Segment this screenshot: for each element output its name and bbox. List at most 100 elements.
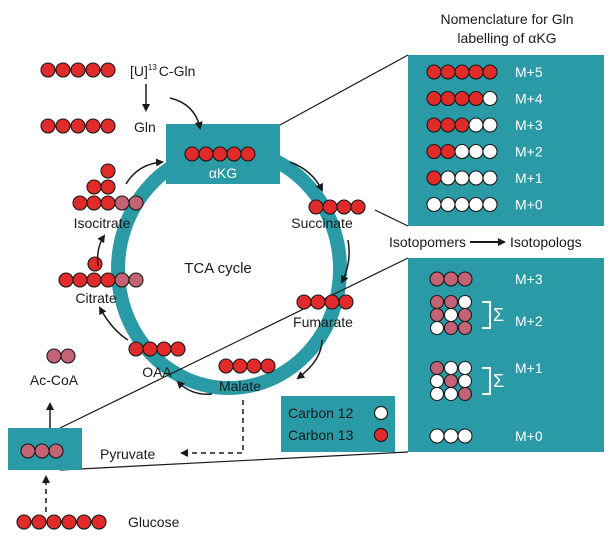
carbon-atom bbox=[457, 271, 473, 287]
carbon-atom bbox=[457, 360, 473, 376]
carbon-atom bbox=[440, 64, 456, 80]
isocitrate-to-akg-arrow bbox=[125, 158, 164, 185]
carbon-atom bbox=[85, 118, 101, 134]
carbon-atom bbox=[114, 195, 130, 211]
zoom-line-top-2 bbox=[59, 257, 409, 429]
carbon-atom bbox=[226, 146, 242, 162]
carbon-atom bbox=[454, 64, 470, 80]
carbon-atom bbox=[31, 514, 47, 530]
pyruvate-label: Pyruvate bbox=[100, 446, 155, 462]
glucose-molecule bbox=[16, 514, 107, 530]
nomenclature-title-line1: Nomenclature for Gln bbox=[440, 11, 573, 27]
carbon-atom bbox=[429, 386, 445, 402]
zoom-line-bottom bbox=[374, 209, 409, 227]
carbon-atom bbox=[212, 146, 228, 162]
sigma-symbol: Σ bbox=[493, 305, 504, 325]
carbon-atom bbox=[114, 272, 130, 288]
carbon-atom bbox=[426, 117, 442, 133]
carbon-atom bbox=[76, 514, 92, 530]
carbon-atom bbox=[100, 195, 116, 211]
carbon-atom bbox=[86, 195, 102, 211]
legend-carbon12-label: Carbon 12 bbox=[288, 405, 354, 421]
carbon-atom bbox=[34, 443, 50, 459]
malate-to-oaa-arrow bbox=[176, 380, 213, 395]
carbon-atom bbox=[443, 428, 459, 444]
carbon-atom bbox=[429, 294, 445, 310]
carbon-atom bbox=[70, 62, 86, 78]
malate-molecule bbox=[218, 358, 276, 374]
carbon-atom bbox=[128, 272, 144, 288]
carbon-atom bbox=[86, 272, 102, 288]
carbon-atom bbox=[310, 294, 326, 310]
succinate-to-fumarate-arrow bbox=[341, 239, 350, 284]
fumarate-molecule bbox=[296, 294, 354, 310]
legend-carbon12-dot bbox=[373, 405, 389, 421]
carbon-atom bbox=[426, 196, 442, 213]
carbon-atom bbox=[457, 373, 473, 389]
carbon-atom bbox=[426, 143, 442, 160]
carbon-atom bbox=[128, 341, 144, 357]
carbon-atom bbox=[198, 146, 214, 162]
nomenclature-title-line2: labelling of αKG bbox=[457, 30, 556, 46]
citrate-molecule bbox=[58, 256, 144, 288]
carbon-atom bbox=[100, 118, 116, 134]
carbon-atom bbox=[443, 360, 459, 376]
glucose-label: Glucose bbox=[128, 514, 180, 530]
carbon-atom bbox=[440, 196, 456, 213]
tca-cycle-label: TCA cycle bbox=[184, 260, 252, 277]
nomenclature-row-label: M+5 bbox=[515, 64, 543, 80]
malate-label: Malate bbox=[219, 378, 261, 394]
carbon-atom bbox=[454, 143, 470, 160]
carbon-atom bbox=[336, 199, 352, 215]
carbon-atom bbox=[72, 272, 88, 288]
carbon-atom bbox=[443, 294, 459, 310]
fumarate-label: Fumarate bbox=[293, 314, 353, 330]
carbon-atom bbox=[457, 307, 473, 323]
carbon-atom bbox=[128, 195, 144, 211]
carbon-atom bbox=[426, 170, 442, 186]
akg-label: αKG bbox=[209, 165, 237, 181]
carbon-atom bbox=[100, 163, 116, 179]
carbon-atom bbox=[55, 118, 71, 134]
carbon-atom bbox=[296, 294, 312, 310]
carbon-atom bbox=[440, 143, 456, 160]
carbon-atom bbox=[426, 64, 442, 80]
zoom-line-bottom-2 bbox=[59, 451, 409, 471]
carbon-atom bbox=[468, 170, 484, 186]
nomenclature-rows: M+5M+4M+3M+2M+1M+0 bbox=[426, 64, 543, 213]
carbon-atom bbox=[429, 271, 445, 287]
akg-molecule bbox=[184, 146, 256, 162]
carbon-atom bbox=[457, 294, 473, 310]
carbon-atom bbox=[246, 358, 262, 374]
nomenclature-panel bbox=[408, 55, 604, 226]
nomenclature-row-label: M+3 bbox=[515, 117, 543, 133]
carbon-atom bbox=[443, 386, 459, 402]
carbon-atom bbox=[72, 195, 88, 211]
carbon-atom bbox=[20, 443, 36, 459]
isotopolog-label: M+3 bbox=[515, 271, 543, 287]
carbon-atom bbox=[170, 341, 186, 357]
isocitrate-molecule bbox=[72, 163, 144, 211]
carbon-atom bbox=[457, 428, 473, 444]
carbon-atom bbox=[440, 170, 456, 186]
gln-label: Gln bbox=[134, 119, 156, 135]
gln-molecule bbox=[40, 118, 116, 134]
nomenclature-row-label: M+2 bbox=[515, 144, 543, 160]
carbon-atom bbox=[55, 62, 71, 78]
tracer-molecule bbox=[40, 62, 116, 78]
malate-to-pyruvate-arrow bbox=[180, 400, 244, 457]
carbon-atom bbox=[232, 358, 248, 374]
accoa-label: Ac-CoA bbox=[30, 372, 79, 388]
carbon-atom bbox=[308, 199, 324, 215]
accoa-molecule bbox=[46, 348, 76, 364]
isotopolog-label: M+1 bbox=[515, 360, 543, 376]
carbon-atom bbox=[482, 196, 498, 213]
sum-bracket bbox=[482, 301, 491, 329]
succinate-molecule bbox=[308, 199, 366, 215]
carbon-atom bbox=[184, 146, 200, 162]
carbon-atom bbox=[426, 90, 442, 107]
isotopolog-label: M+0 bbox=[515, 428, 543, 444]
carbon-atom bbox=[40, 118, 56, 134]
